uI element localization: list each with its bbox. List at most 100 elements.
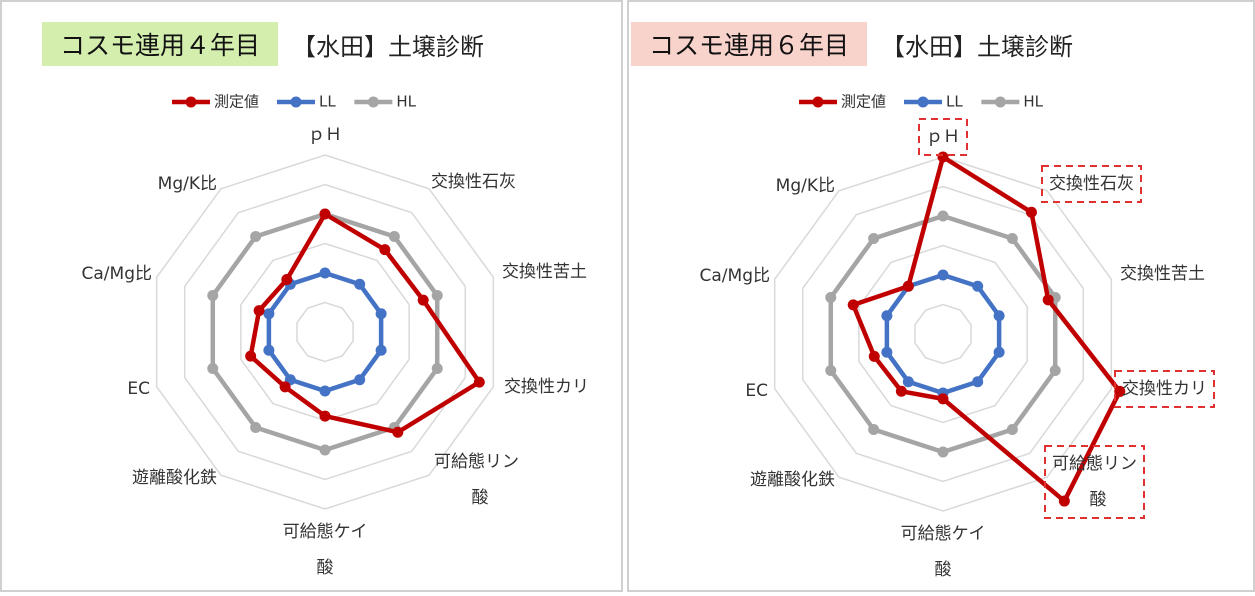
axis-label: 酸	[317, 558, 334, 578]
grid-ring	[155, 154, 495, 510]
data-point	[354, 278, 366, 290]
data-point	[868, 423, 880, 435]
data-point	[319, 267, 331, 279]
data-point	[379, 244, 391, 256]
data-point	[375, 344, 387, 356]
axis-label: 交換性石灰	[431, 172, 516, 192]
data-point	[245, 350, 257, 362]
highlight-box	[1041, 165, 1142, 203]
axis-label: 可給態ケイ	[901, 524, 986, 544]
data-point	[937, 393, 949, 405]
data-point	[825, 292, 837, 304]
grid-ring	[183, 183, 467, 481]
legend-marker	[367, 96, 379, 108]
data-point	[392, 426, 404, 438]
legend-item: 測定値	[799, 93, 886, 111]
highlight-box	[918, 118, 968, 156]
chart-header: コスモ連用４年目 【水田】土壌診断	[42, 22, 484, 66]
grid-ring	[801, 185, 1085, 483]
legend-marker	[290, 96, 302, 108]
grid-ring	[858, 244, 1028, 424]
data-point	[1042, 294, 1054, 306]
radar-chart: ｐＨ交換性石灰交換性苦土交換性カリ可給態リン酸可給態ケイ酸遊離酸化鉄ECCa/M…	[700, 93, 1215, 580]
legend-label: HL	[396, 93, 416, 111]
chart-title: コスモ連用６年目	[631, 22, 868, 66]
legend-label: HL	[1023, 93, 1043, 111]
series-ll	[263, 267, 387, 397]
axis-label: 交換性苦土	[1120, 264, 1205, 284]
series-line	[850, 154, 1123, 504]
data-point	[250, 421, 262, 433]
legend-item: 測定値	[172, 93, 259, 111]
axis-label: Mg/K比	[158, 174, 217, 194]
data-point	[972, 280, 984, 292]
chart-panel-year6: コスモ連用６年目 【水田】土壌診断 ｐＨ 交換性石灰交換性苦土交換性カリ可給態リン…	[627, 0, 1255, 592]
legend-label: 測定値	[214, 93, 259, 111]
data-point	[1114, 385, 1126, 397]
chart-header: コスモ連用６年目 【水田】土壌診断	[631, 22, 1073, 66]
legend-label: LL	[946, 93, 963, 111]
chart-subtitle: 【水田】土壌診断	[881, 32, 1074, 61]
data-point	[388, 231, 400, 243]
legend-label: 測定値	[841, 93, 886, 111]
data-point	[825, 364, 837, 376]
data-point	[1006, 233, 1018, 245]
data-point	[319, 208, 331, 220]
data-point	[1058, 495, 1070, 507]
data-point	[253, 305, 265, 317]
data-point	[319, 410, 331, 422]
highlight-box	[1114, 370, 1215, 408]
axis-label: 交換性カリ	[1122, 379, 1207, 399]
chart-subtitle: 【水田】土壌診断	[292, 32, 485, 61]
legend-marker	[917, 96, 929, 108]
data-point	[473, 376, 485, 388]
axis-label: EC	[745, 381, 768, 401]
data-point	[868, 350, 880, 362]
axis-label: Mg/K比	[776, 176, 835, 196]
data-point	[354, 374, 366, 386]
grid-ring	[914, 303, 972, 365]
axis-label: 遊離酸化鉄	[750, 470, 835, 490]
data-point	[319, 385, 331, 397]
axis-label: 可給態リン	[1052, 454, 1137, 474]
data-point	[881, 310, 893, 322]
highlight-box	[1044, 445, 1145, 519]
series-measured	[245, 208, 485, 438]
legend-item: HL	[981, 93, 1044, 111]
data-point	[1025, 206, 1037, 218]
data-point	[972, 376, 984, 388]
axis-label: 遊離酸化鉄	[132, 468, 217, 488]
axis-label: EC	[127, 379, 150, 399]
chart-title: コスモ連用４年目	[42, 22, 279, 66]
data-point	[881, 346, 893, 358]
legend-item: LL	[904, 93, 963, 111]
axis-label: 酸	[1090, 490, 1107, 510]
data-point	[281, 273, 293, 285]
axis-label: 酸	[935, 560, 952, 580]
data-point	[993, 346, 1005, 358]
data-point	[263, 308, 275, 320]
data-point	[319, 444, 331, 456]
data-point	[868, 233, 880, 245]
grid-ring	[296, 301, 354, 363]
grid-ring	[773, 156, 1113, 512]
data-point	[431, 362, 443, 374]
legend-marker	[994, 96, 1006, 108]
data-point	[993, 310, 1005, 322]
axis-label: Ca/Mg比	[700, 266, 770, 286]
axis-label: Ca/Mg比	[82, 264, 152, 284]
axis-label: ｐＨ	[926, 127, 960, 147]
axis-label: ｐＨ	[308, 125, 342, 145]
axis-label: 酸	[472, 488, 489, 508]
series-line	[266, 270, 384, 394]
data-point	[1049, 364, 1061, 376]
data-point	[207, 362, 219, 374]
series-hl	[825, 210, 1061, 458]
radar-chart: ｐＨ交換性石灰交換性苦土交換性カリ可給態リン酸可給態ケイ酸遊離酸化鉄ECCa/M…	[82, 93, 589, 579]
data-point	[279, 381, 291, 393]
legend-item: HL	[354, 93, 417, 111]
axis-label: 交換性石灰	[1049, 174, 1134, 194]
data-point	[937, 269, 949, 281]
data-point	[250, 231, 262, 243]
